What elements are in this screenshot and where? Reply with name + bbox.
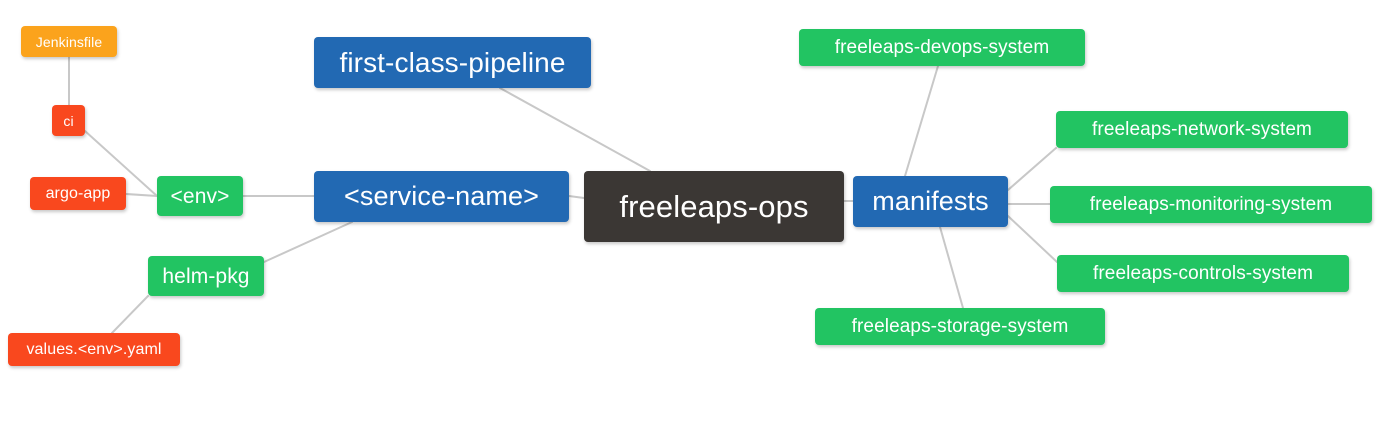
- edge-argo-app-env: [125, 193, 158, 197]
- node-freeleaps-monitoring-system[interactable]: freeleaps-monitoring-system: [1050, 186, 1372, 223]
- node-label-first-class-pipeline: first-class-pipeline: [339, 46, 566, 78]
- node-label-freeleaps-controls-system: freeleaps-controls-system: [1092, 263, 1314, 284]
- node-label-jenkinsfile: Jenkinsfile: [35, 33, 103, 50]
- node-ci[interactable]: ci: [52, 105, 85, 136]
- node-freeleaps-devops-system[interactable]: freeleaps-devops-system: [799, 29, 1085, 66]
- node-label-ci: ci: [63, 112, 74, 129]
- node-label-freeleaps-ops: freeleaps-ops: [619, 189, 809, 224]
- node-freeleaps-controls-system[interactable]: freeleaps-controls-system: [1057, 255, 1349, 292]
- edge-manifests-controls: [1007, 215, 1058, 263]
- node-argo-app[interactable]: argo-app: [30, 177, 126, 210]
- node-label-freeleaps-network-system: freeleaps-network-system: [1092, 119, 1312, 140]
- node-label-manifests: manifests: [872, 186, 989, 216]
- edge-values-yaml-helm-pkg: [111, 295, 149, 334]
- node-label-freeleaps-storage-system: freeleaps-storage-system: [851, 316, 1069, 337]
- node-freeleaps-network-system[interactable]: freeleaps-network-system: [1056, 111, 1348, 148]
- node-label-argo-app: argo-app: [45, 184, 111, 202]
- node-env[interactable]: <env>: [157, 176, 243, 216]
- edge-service-name-ops: [568, 195, 585, 199]
- edge-manifests-network: [1007, 147, 1057, 191]
- node-manifests[interactable]: manifests: [853, 176, 1008, 227]
- node-freeleaps-ops[interactable]: freeleaps-ops: [584, 171, 844, 242]
- edge-manifests-devops: [904, 65, 939, 177]
- node-service-name[interactable]: <service-name>: [314, 171, 569, 222]
- node-label-env: <env>: [170, 184, 230, 208]
- node-label-freeleaps-devops-system: freeleaps-devops-system: [834, 37, 1050, 58]
- node-label-freeleaps-monitoring-system: freeleaps-monitoring-system: [1089, 194, 1333, 215]
- node-label-service-name: <service-name>: [344, 181, 539, 211]
- node-freeleaps-storage-system[interactable]: freeleaps-storage-system: [815, 308, 1105, 345]
- node-label-values-yaml: values.<env>.yaml: [26, 340, 162, 358]
- node-label-helm-pkg: helm-pkg: [162, 264, 250, 288]
- node-values-yaml[interactable]: values.<env>.yaml: [8, 333, 180, 366]
- edge-manifests-storage: [939, 226, 964, 309]
- edge-helm-pkg-service-name: [263, 221, 353, 263]
- node-jenkinsfile[interactable]: Jenkinsfile: [21, 26, 117, 57]
- node-first-class-pipeline[interactable]: first-class-pipeline: [314, 37, 591, 88]
- edge-first-class-pipeline-ops: [499, 87, 651, 172]
- node-helm-pkg[interactable]: helm-pkg: [148, 256, 264, 296]
